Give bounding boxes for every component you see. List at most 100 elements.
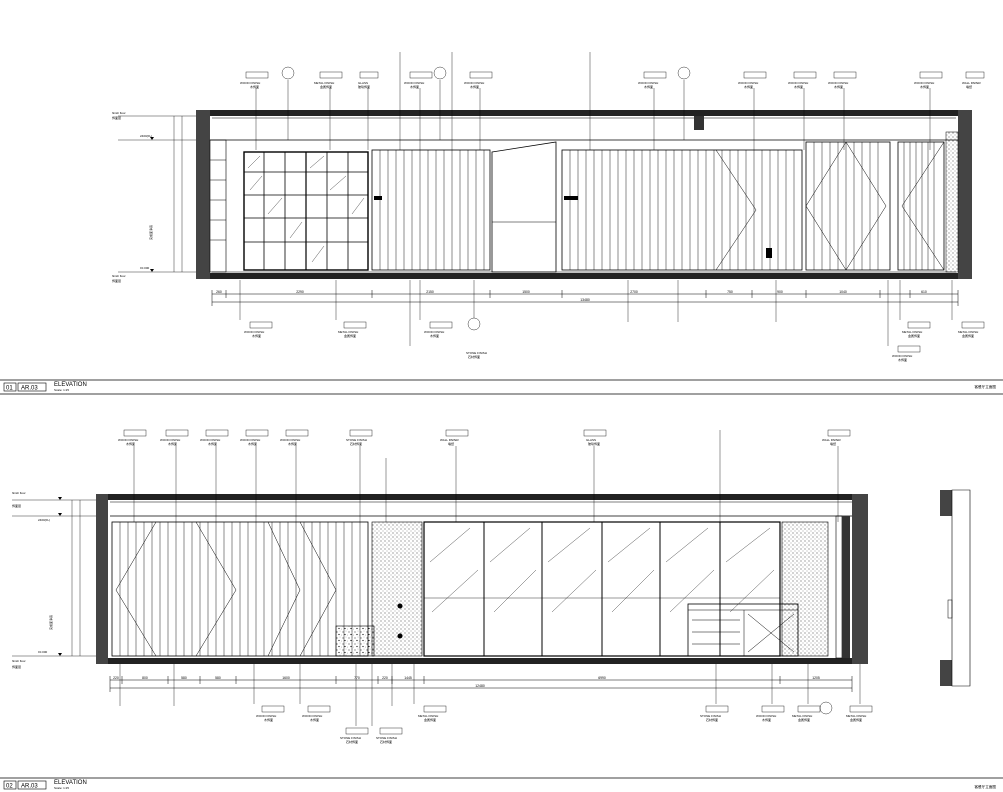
svg-text:WOOD FINISH: WOOD FINISH: [404, 81, 424, 85]
sheet-ref-02: AR.03: [21, 784, 38, 790]
svg-text:1500: 1500: [522, 290, 530, 294]
slat-panel-c: [805, 141, 891, 271]
svg-text:WOOD FINISH: WOOD FINISH: [200, 438, 220, 442]
slat-panel-d: [897, 141, 945, 271]
svg-text:WOOD FINISH: WOOD FINISH: [464, 81, 484, 85]
svg-text:STONE FINISH: STONE FINISH: [466, 351, 487, 355]
svg-text:木饰面: 木饰面: [288, 441, 297, 446]
svg-text:220: 220: [113, 676, 119, 680]
svg-text:完成面净高: 完成面净高: [148, 225, 153, 240]
svg-text:STONE FINISH: STONE FINISH: [376, 736, 397, 740]
stone-column: [371, 521, 423, 657]
drawing-title-02: ELEVATION: [54, 780, 87, 786]
svg-text:WALL PAPER: WALL PAPER: [440, 438, 460, 442]
svg-text:WOOD FINISH: WOOD FINISH: [756, 714, 776, 718]
svg-text:金属饰面: 金属饰面: [962, 333, 974, 338]
svg-text:墙纸: 墙纸: [966, 84, 972, 89]
svg-text:金属饰面: 金属饰面: [798, 717, 810, 722]
center-opening: [491, 141, 557, 273]
svg-text:饰面层: 饰面层: [12, 664, 21, 669]
callout-text-bottom-01: WOOD FINISH 木饰面 METAL FINISH 金属饰面 WOOD F…: [244, 330, 978, 362]
svg-text:WOOD FINISH: WOOD FINISH: [828, 81, 848, 85]
svg-text:WOOD FINISH: WOOD FINISH: [914, 81, 934, 85]
svg-text:木饰面: 木饰面: [250, 84, 259, 89]
svg-text:220: 220: [382, 676, 388, 680]
callouts-top-02: [123, 429, 851, 522]
drawing-number-01: 01: [6, 386, 13, 392]
svg-text:木饰面: 木饰面: [208, 441, 217, 446]
dimension-line-02: 220 800 580 580 1600 770 220 1445 6990 1…: [109, 676, 853, 692]
svg-text:2400(FL): 2400(FL): [140, 134, 152, 138]
drawing-scale-02: Scale: 1:25: [54, 786, 69, 790]
svg-text:6990: 6990: [598, 676, 606, 680]
svg-text:金属饰面: 金属饰面: [908, 333, 920, 338]
svg-text:木饰面: 木饰面: [252, 333, 261, 338]
svg-text:玻璃饰面: 玻璃饰面: [358, 84, 370, 89]
svg-text:METAL FINISH: METAL FINISH: [338, 330, 358, 334]
svg-text:WOOD FINISH: WOOD FINISH: [424, 330, 444, 334]
svg-text:WALL PAPER: WALL PAPER: [822, 438, 842, 442]
svg-text:GLASS: GLASS: [586, 438, 596, 442]
drawing-name-01: 客餐厅立面图: [974, 384, 996, 389]
svg-text:STONE FINISH: STONE FINISH: [340, 736, 361, 740]
svg-text:石材饰面: 石材饰面: [380, 739, 392, 744]
svg-text:石材饰面: 石材饰面: [706, 717, 718, 722]
svg-text:WOOD FINISH: WOOD FINISH: [118, 438, 138, 442]
drawing-name-02: 客餐厅立面图: [974, 784, 996, 789]
svg-text:finish floor: finish floor: [12, 491, 26, 495]
svg-text:木饰面: 木饰面: [794, 84, 803, 89]
svg-text:WOOD FINISH: WOOD FINISH: [788, 81, 808, 85]
svg-text:木饰面: 木饰面: [248, 441, 257, 446]
svg-text:墙纸: 墙纸: [830, 441, 836, 446]
svg-text:580: 580: [215, 676, 221, 680]
svg-text:石材饰面: 石材饰面: [346, 739, 358, 744]
svg-text:STONE FINISH: STONE FINISH: [346, 438, 367, 442]
svg-text:WOOD FINISH: WOOD FINISH: [240, 438, 260, 442]
glass-sliding-doors: [423, 521, 781, 657]
slat-panel-2a: [111, 521, 369, 657]
floor-slab-2: [96, 658, 856, 664]
svg-text:2700: 2700: [630, 290, 638, 294]
right-wall: [958, 110, 972, 279]
svg-text:金属饰面: 金属饰面: [320, 84, 332, 89]
svg-text:木饰面: 木饰面: [898, 357, 907, 362]
svg-text:±0.000: ±0.000: [38, 650, 47, 654]
svg-text:WOOD FINISH: WOOD FINISH: [302, 714, 322, 718]
sideboard-cabinet: [687, 603, 799, 657]
svg-text:石材饰面: 石材饰面: [468, 354, 480, 359]
ceiling-slab-2: [96, 494, 856, 500]
shelf-lines: [210, 159, 226, 241]
svg-text:2150: 2150: [426, 290, 434, 294]
svg-text:260: 260: [216, 290, 222, 294]
svg-text:900: 900: [777, 290, 783, 294]
svg-text:金属饰面: 金属饰面: [850, 717, 862, 722]
svg-text:WOOD FINISH: WOOD FINISH: [892, 354, 912, 358]
svg-text:木饰面: 木饰面: [310, 717, 319, 722]
svg-text:完成面净高: 完成面净高: [48, 615, 53, 630]
svg-text:饰面层: 饰面层: [12, 503, 21, 508]
svg-text:METAL FINISH: METAL FINISH: [418, 714, 438, 718]
callouts-bottom-02: [119, 664, 873, 735]
svg-text:750: 750: [727, 290, 733, 294]
svg-text:WOOD FINISH: WOOD FINISH: [256, 714, 276, 718]
svg-text:finish floor: finish floor: [12, 659, 26, 663]
title-bar-02: 02 AR.03 ELEVATION Scale: 1:25 客餐厅立面图: [0, 777, 1003, 790]
svg-text:STONE FINISH: STONE FINISH: [700, 714, 721, 718]
level-markers-02: finish floor 饰面层 2400(FL) ±0.000 finish …: [12, 491, 96, 669]
drawing-scale-01: Scale: 1:25: [54, 388, 69, 392]
finish-floor-label: finish floor: [112, 111, 126, 115]
svg-text:WOOD FINISH: WOOD FINISH: [638, 81, 658, 85]
floor-slab: [196, 273, 972, 279]
svg-text:WALL PAPER: WALL PAPER: [962, 81, 982, 85]
svg-text:木饰面: 木饰面: [834, 84, 843, 89]
svg-text:饰面层: 饰面层: [112, 115, 121, 120]
level-markers-01: finish floor 饰面层 2400(FL) ±0.000 finish …: [112, 111, 196, 283]
callouts-top-01: [245, 52, 985, 150]
svg-text:1600: 1600: [282, 676, 290, 680]
svg-text:1445: 1445: [404, 676, 412, 680]
svg-text:METAL FINISH: METAL FINISH: [902, 330, 922, 334]
svg-text:木饰面: 木饰面: [168, 441, 177, 446]
left-wall: [196, 110, 210, 279]
svg-text:METAL FINISH: METAL FINISH: [792, 714, 812, 718]
elevation-02: finish floor 饰面层 2400(FL) ±0.000 finish …: [0, 429, 1003, 790]
